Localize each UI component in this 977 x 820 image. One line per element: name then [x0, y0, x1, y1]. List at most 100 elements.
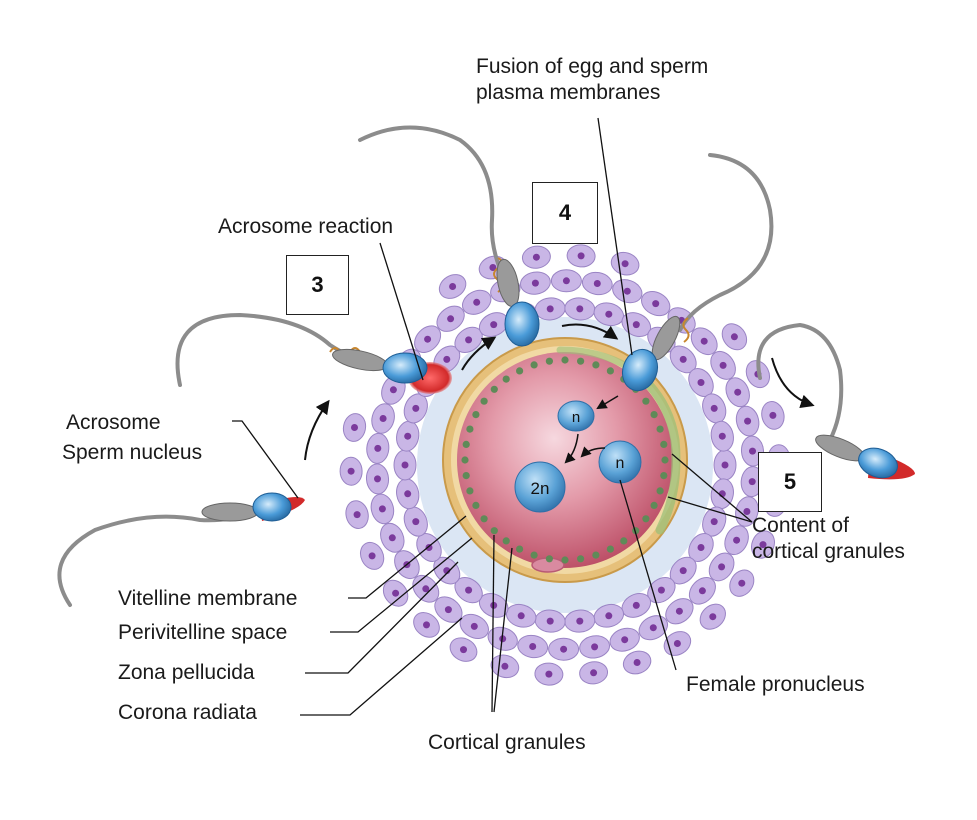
- fusion-label-line2: plasma membranes: [476, 81, 661, 105]
- acrosome-label: Acrosome: [66, 411, 161, 434]
- step-3-box: 3: [286, 255, 349, 315]
- cortical-granule: [490, 527, 498, 535]
- step-4-box: 4: [532, 182, 598, 244]
- female-pronucleus: [598, 440, 642, 484]
- corona-cell-nucleus: [605, 612, 613, 620]
- sperm-swimming: [57, 492, 305, 607]
- corona-cell-nucleus: [697, 379, 705, 386]
- sperm-repelled: [756, 322, 915, 480]
- corona-cell-nucleus: [531, 279, 539, 287]
- arrow-entry: [596, 395, 619, 410]
- cortical-granule: [472, 411, 480, 419]
- corona-cell-nucleus: [769, 411, 777, 419]
- corona-cell-nucleus: [590, 669, 598, 677]
- corona-cell-nucleus: [730, 333, 738, 341]
- cortical-content-line2: cortical granules: [752, 540, 905, 564]
- fusion-label-line1: Fusion of egg and sperm: [476, 55, 709, 78]
- cortical-granule: [606, 545, 615, 553]
- corona-cell-nucleus: [733, 536, 741, 544]
- cortical-granule: [642, 515, 650, 523]
- cortical-granule: [502, 375, 510, 383]
- cortical-content-label: Content of cortical granules: [752, 513, 905, 566]
- corona-cell-nucleus: [499, 635, 507, 643]
- corona-cell-nucleus: [444, 606, 452, 614]
- step-5-box: 5: [758, 452, 822, 512]
- corona-cell-nucleus: [675, 607, 683, 615]
- corona-cell-nucleus: [378, 505, 386, 513]
- corona-cell-nucleus: [679, 355, 687, 363]
- cortical-granule: [656, 487, 664, 495]
- corona-cell-nucleus: [489, 264, 497, 271]
- zygote-nucleus: [514, 461, 566, 513]
- corona-cell-nucleus: [546, 617, 554, 625]
- corona-cell-nucleus: [673, 640, 681, 647]
- corona-cell-nucleus: [424, 335, 432, 343]
- cortical-granule: [466, 487, 474, 495]
- corona-cell-nucleus: [351, 424, 358, 431]
- corona-cell-nucleus: [759, 541, 767, 549]
- corona-cell-nucleus: [700, 337, 708, 345]
- corona-cell-nucleus: [546, 305, 554, 313]
- corona-cell-nucleus: [721, 461, 729, 469]
- cortical-granule: [466, 425, 474, 433]
- cortical-granule: [502, 537, 510, 545]
- vitelline-membrane-label: Vitelline membrane: [118, 587, 298, 610]
- cortical-granule: [577, 357, 585, 365]
- cortical-granule: [660, 472, 668, 480]
- corona-cell-nucleus: [591, 643, 599, 651]
- corona-cell-nucleus: [423, 621, 430, 629]
- corona-cell-nucleus: [718, 432, 726, 440]
- corona-cell-nucleus: [368, 552, 376, 560]
- corona-cell-nucleus: [719, 361, 727, 369]
- corona-cell-nucleus: [623, 287, 631, 295]
- cortical-granule: [472, 501, 480, 509]
- corona-cell-nucleus: [560, 645, 568, 653]
- cortical-granule: [620, 537, 628, 545]
- corona-cell-nucleus: [425, 544, 433, 551]
- zygote-2n-label: 2n: [531, 479, 550, 498]
- corona-cell-nucleus: [621, 636, 629, 644]
- acrosome-reaction-label: Acrosome reaction: [218, 215, 394, 238]
- corona-cell-nucleus: [709, 613, 717, 621]
- corona-cell-nucleus: [532, 253, 540, 261]
- corona-cell-nucleus: [449, 283, 457, 290]
- corona-cell-nucleus: [652, 300, 660, 308]
- corona-cell-nucleus: [392, 589, 400, 597]
- cortical-granule: [545, 555, 554, 563]
- corona-cell-nucleus: [545, 670, 553, 678]
- corona-cell-nucleus: [465, 336, 473, 344]
- perivitelline-space-label: Perivitelline space: [118, 621, 288, 644]
- cortical-granule: [561, 356, 569, 364]
- zona-pellucida-label: Zona pellucida: [118, 661, 255, 684]
- corona-cell-nucleus: [379, 415, 387, 422]
- fusion-label: Fusion of egg and sperm plasma membranes: [476, 54, 708, 107]
- corona-cell-nucleus: [744, 417, 752, 425]
- cortical-granule: [516, 545, 524, 553]
- arrow-to-zygote: [564, 433, 579, 464]
- corona-cell-nucleus: [743, 508, 751, 515]
- cortical-granule: [642, 397, 650, 405]
- corona-cell-nucleus: [447, 315, 455, 323]
- corona-cell-nucleus: [443, 355, 451, 363]
- cortical-granule: [577, 555, 585, 563]
- cortical-granule: [461, 456, 469, 464]
- corona-cell-nucleus: [465, 586, 473, 594]
- corona-cell-nucleus: [734, 388, 742, 396]
- male-pronucleus: [557, 400, 595, 432]
- cortical-granule: [650, 501, 658, 509]
- cortical-granule: [462, 472, 470, 480]
- arrow-female-to-zygote: [580, 446, 606, 458]
- corona-cell-nucleus: [605, 310, 613, 318]
- corona-cell-nucleus: [347, 467, 355, 475]
- cortical-content-line1: Content of: [752, 514, 849, 537]
- small-n-label: n: [572, 409, 580, 426]
- corona-cell-nucleus: [698, 587, 706, 595]
- corona-cell-nucleus: [388, 534, 396, 542]
- corona-cell-nucleus: [632, 321, 640, 329]
- cortical-granule: [561, 556, 569, 564]
- corona-cell-nucleus: [490, 321, 498, 329]
- corona-cell-nucleus: [470, 622, 478, 630]
- corona-cell-nucleus: [593, 280, 601, 287]
